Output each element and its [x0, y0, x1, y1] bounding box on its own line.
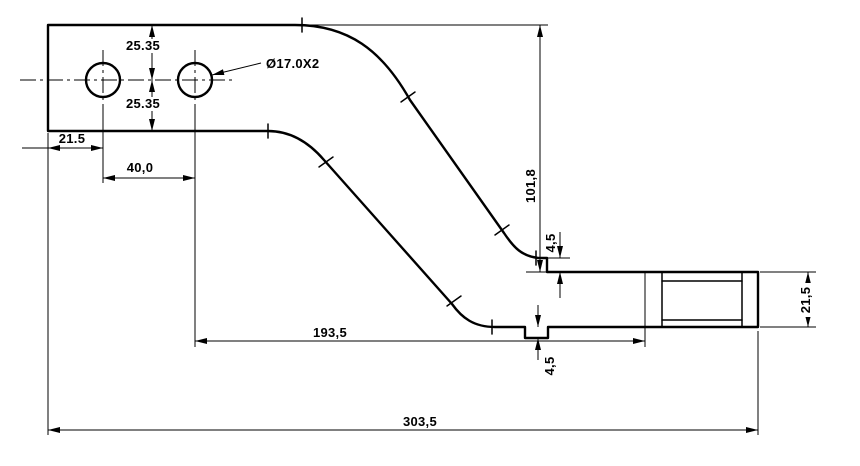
- centerlines: [20, 50, 232, 112]
- dim-edge-to-hole-label: 21.5: [59, 131, 86, 146]
- dimension-hole-callout: Ø17.0X2: [211, 56, 319, 76]
- dim-flange-run-label: 193,5: [313, 325, 347, 340]
- dim-hole-bottom-offset-label: 25.35: [126, 96, 160, 111]
- dim-overall-length-label: 303,5: [403, 414, 437, 429]
- dim-overall-height-label: 101,8: [523, 169, 538, 203]
- extension-lines: [47, 24, 816, 435]
- dimension-step-top: 4,5: [543, 232, 563, 298]
- dimension-hole-bottom-offset: 25.35: [123, 80, 163, 131]
- flange-end-detail: [661, 271, 743, 328]
- part-geometry: [46, 17, 760, 340]
- dimension-step-bottom: 4,5: [535, 305, 557, 376]
- dimension-hole-spacing: 40,0: [103, 160, 195, 181]
- dim-hole-top-offset-label: 25.35: [126, 38, 160, 53]
- dimension-overall-height: 101,8: [523, 25, 543, 272]
- bend-tick-marks: [267, 17, 537, 335]
- dim-hole-spacing-label: 40,0: [127, 160, 154, 175]
- dim-step-bottom-label: 4,5: [542, 357, 557, 376]
- dim-step-top-label: 4,5: [543, 234, 558, 253]
- dimension-flange-run: 193,5: [195, 325, 645, 344]
- dimension-overall-length: 303,5: [48, 414, 758, 433]
- dim-hole-callout-label: Ø17.0X2: [266, 56, 319, 71]
- part-outline: [46, 23, 760, 340]
- dimension-edge-to-hole: 21.5: [22, 131, 103, 151]
- dimension-hole-top-offset: 25.35: [123, 25, 163, 80]
- dim-flange-width-label: 21,5: [798, 287, 813, 314]
- dimension-flange-width: 21,5: [798, 272, 813, 327]
